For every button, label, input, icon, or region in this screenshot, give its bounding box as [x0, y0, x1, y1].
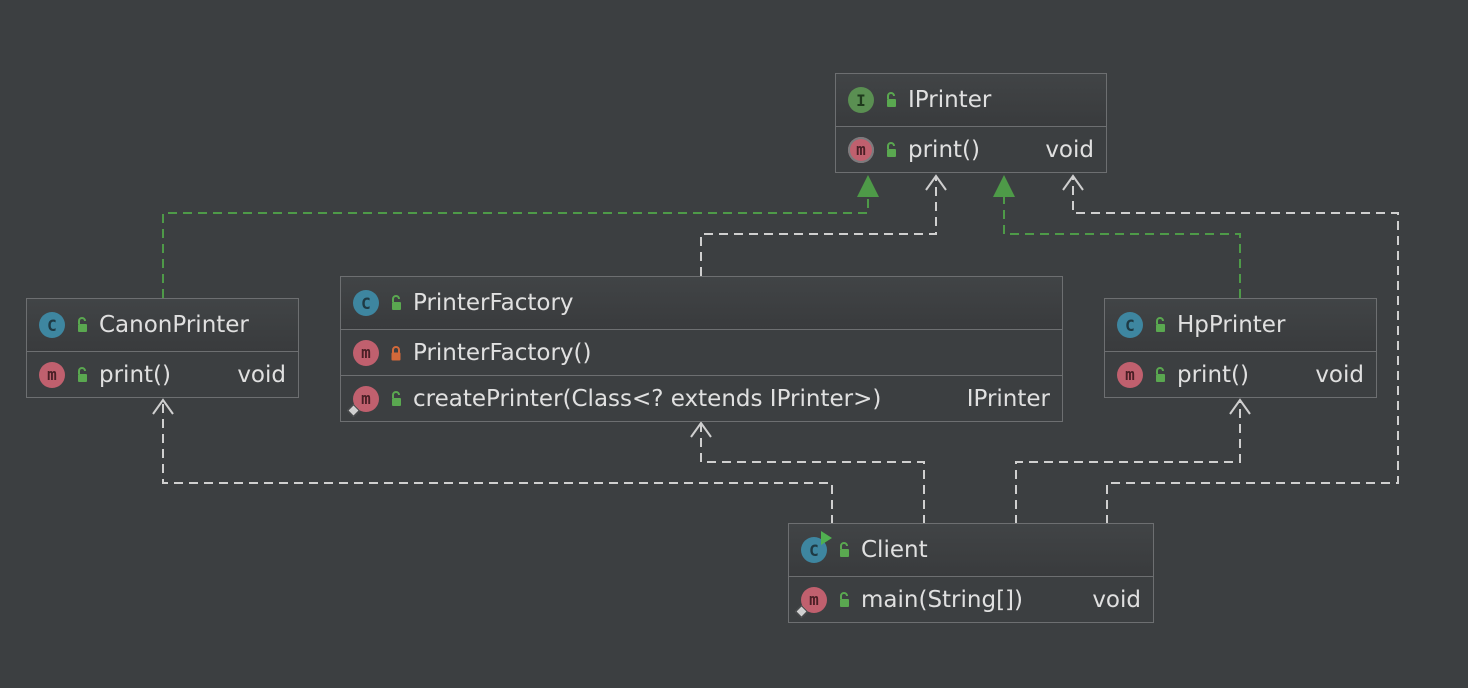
edge-client-depends-hp[interactable]	[1015, 402, 1241, 524]
edge-hp-implements-iprinter[interactable]	[1003, 196, 1241, 298]
iprinter-title: IPrinter	[908, 87, 992, 113]
run-marker-icon	[821, 531, 832, 545]
dependency-arrowhead-factory-iprinter	[925, 174, 947, 191]
method-badge-icon: m	[353, 339, 379, 366]
public-lock-icon	[1153, 366, 1167, 383]
method-badge-icon: m	[1117, 361, 1143, 388]
public-lock-icon	[1153, 317, 1167, 333]
public-lock-icon	[884, 92, 898, 108]
hpprinter-title: HpPrinter	[1177, 312, 1286, 338]
client-header[interactable]: C Client	[789, 524, 1153, 577]
public-lock-icon	[389, 295, 403, 311]
method-signature: print()	[908, 136, 980, 163]
public-lock-icon	[75, 366, 89, 383]
method-return-type: void	[1045, 136, 1094, 163]
dependency-arrowhead-client-factory	[690, 421, 712, 438]
iprinter-method-row[interactable]: m print() void	[836, 127, 1106, 172]
iprinter-interface-node[interactable]: I IPrinter m print() void	[835, 73, 1107, 173]
public-lock-icon	[389, 390, 403, 407]
hpprinter-class-node[interactable]: C HpPrinter m print() void	[1104, 298, 1377, 398]
edge-client-depends-canon[interactable]	[162, 402, 833, 524]
dependency-arrowhead-client-hp	[1229, 398, 1251, 415]
private-lock-icon	[389, 345, 403, 361]
client-method-row[interactable]: m main(String[]) void	[789, 577, 1153, 622]
method-return-type: void	[237, 361, 286, 388]
method-signature: print()	[1177, 361, 1249, 388]
dependency-arrowhead-client-canon	[152, 398, 174, 415]
edge-factory-depends-iprinter[interactable]	[700, 177, 937, 276]
method-return-type: IPrinter	[966, 385, 1050, 412]
hpprinter-method-row[interactable]: m print() void	[1105, 352, 1376, 397]
method-badge-icon: m	[39, 361, 65, 388]
printerfactory-header[interactable]: C PrinterFactory	[341, 277, 1062, 330]
public-lock-icon	[837, 591, 851, 608]
method-signature: createPrinter(Class<? extends IPrinter>)	[413, 385, 882, 412]
method-return-type: void	[1315, 361, 1364, 388]
method-return-type: void	[1092, 586, 1141, 613]
method-signature: PrinterFactory()	[413, 339, 592, 366]
method-signature: print()	[99, 361, 171, 388]
edge-canon-implements-iprinter[interactable]	[162, 196, 869, 298]
class-badge-icon: C	[39, 312, 65, 338]
realization-arrowhead-hp	[993, 175, 1015, 197]
static-marker-icon	[347, 403, 360, 417]
public-lock-icon	[837, 542, 851, 558]
hpprinter-header[interactable]: C HpPrinter	[1105, 299, 1376, 352]
canonprinter-class-node[interactable]: C CanonPrinter m print() void	[26, 298, 299, 398]
static-method-badge-icon: m	[347, 385, 379, 417]
client-title: Client	[861, 537, 928, 563]
method-signature: main(String[])	[861, 586, 1023, 613]
canonprinter-header[interactable]: C CanonPrinter	[27, 299, 298, 352]
printerfactory-constructor-row[interactable]: m PrinterFactory()	[341, 330, 1062, 376]
dependency-arrowhead-client-iprinter	[1062, 174, 1084, 191]
public-lock-icon	[75, 317, 89, 333]
abstract-method-badge-icon: m	[848, 136, 874, 163]
class-badge-icon: C	[1117, 312, 1143, 338]
static-method-badge-icon: m	[795, 586, 827, 618]
canonprinter-title: CanonPrinter	[99, 312, 249, 338]
class-badge-icon: C	[353, 290, 379, 316]
realization-arrowhead-canon	[857, 175, 879, 197]
canonprinter-method-row[interactable]: m print() void	[27, 352, 298, 397]
printerfactory-title: PrinterFactory	[413, 290, 574, 316]
runnable-class-badge-icon: C	[801, 531, 832, 563]
client-class-node[interactable]: C Client m main(String[]) void	[788, 523, 1154, 623]
static-marker-icon	[795, 604, 808, 618]
edge-client-depends-iprinter[interactable]	[1072, 177, 1399, 524]
printerfactory-class-node[interactable]: C PrinterFactory m PrinterFactory() m cr…	[340, 276, 1063, 422]
printerfactory-create-row[interactable]: m createPrinter(Class<? extends IPrinter…	[341, 376, 1062, 421]
interface-badge-icon: I	[848, 87, 874, 113]
iprinter-header[interactable]: I IPrinter	[836, 74, 1106, 127]
edge-client-depends-factory[interactable]	[700, 425, 925, 524]
public-lock-icon	[884, 141, 898, 158]
